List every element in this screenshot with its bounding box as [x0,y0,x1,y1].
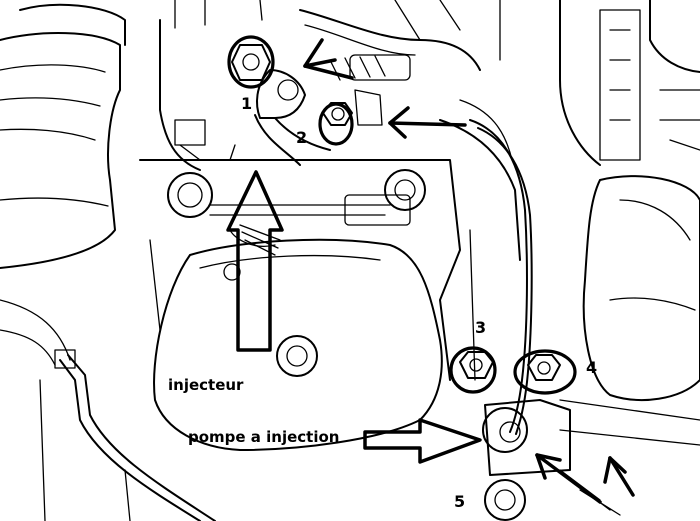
arrow-to-pipe-junction [363,418,482,464]
label-number-1: 1 [241,94,253,113]
pump-cover [153,224,443,451]
label-number-3: 3 [475,318,487,337]
arrow-lower-right-1 [535,453,602,504]
arrow-up-pump [226,170,284,352]
label-number-4: 4 [586,358,598,377]
highlight-circles [227,35,577,395]
label-injection-pump: pompe a injection [188,428,340,446]
upper-engine-block [159,0,521,261]
arrow-lower-right-2 [603,456,635,497]
label-number-5: 5 [454,492,466,511]
central-plate [139,119,476,381]
upper-bolts [231,44,383,166]
fuel-pipe [469,119,533,435]
label-number-2: 2 [296,128,308,147]
left-intake-hose [0,3,126,366]
arrow-right-upper [388,106,467,139]
circle-bolt-1 [227,35,275,89]
circle-bolt-4 [513,349,577,395]
left-lower-pipe [39,349,216,521]
right-components [559,0,700,446]
circle-bolt-3 [449,346,497,394]
circle-bolt-2 [318,102,354,146]
label-injector: injecteur [168,376,244,394]
arrow-top [303,38,354,80]
